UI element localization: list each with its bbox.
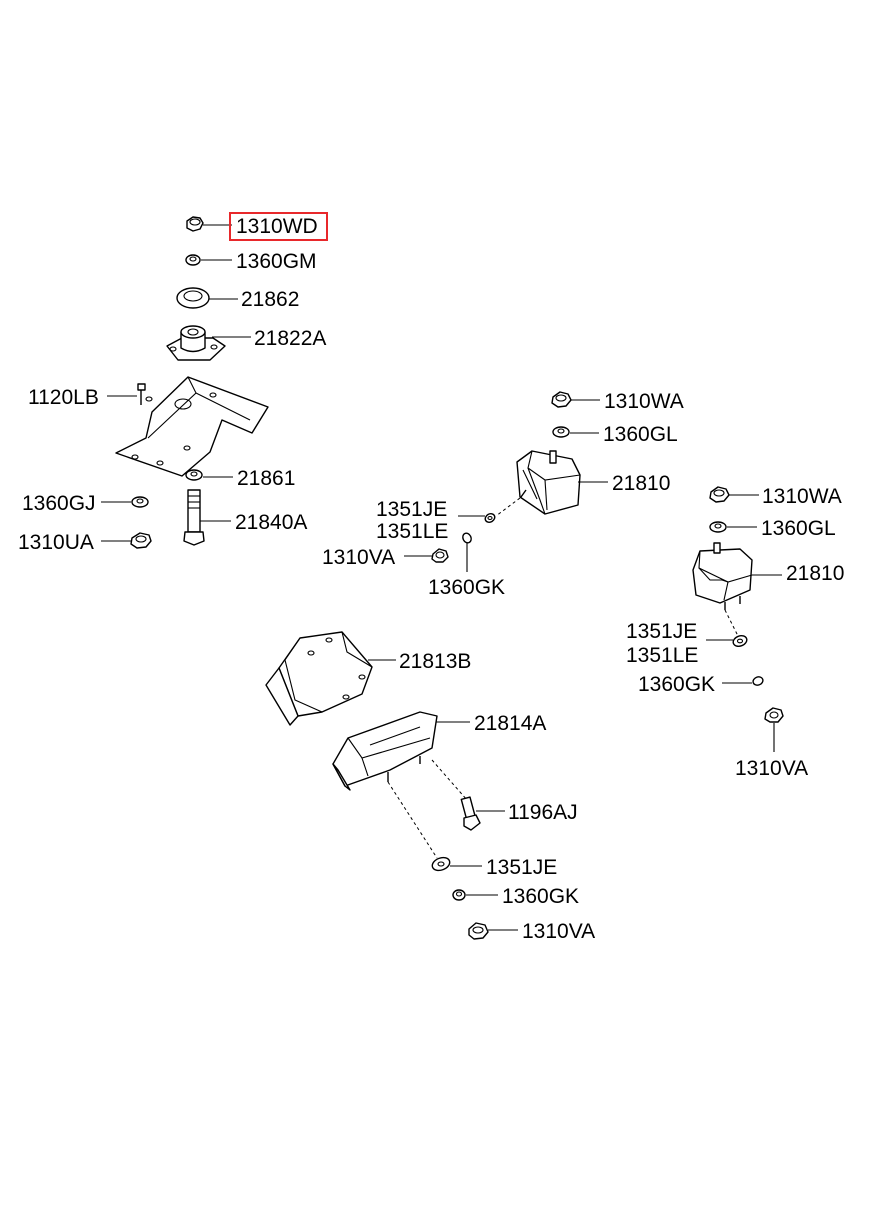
- label-1310va-right[interactable]: 1310VA: [735, 757, 808, 780]
- part-nut-1310wd[interactable]: [186, 216, 204, 232]
- part-washer-1360gk-bottom[interactable]: [452, 889, 466, 901]
- label-21861[interactable]: 21861: [237, 467, 295, 490]
- label-1351je-bottom[interactable]: 1351JE: [486, 856, 557, 879]
- part-engine-mount-21810-center[interactable]: [516, 450, 581, 515]
- part-washer-1360gl-right[interactable]: [709, 521, 727, 533]
- label-1310wa-right[interactable]: 1310WA: [762, 485, 842, 508]
- part-nut-1310va-bottom[interactable]: [468, 922, 489, 940]
- label-1360gl-right[interactable]: 1360GL: [761, 517, 836, 540]
- label-21822a[interactable]: 21822A: [254, 327, 326, 350]
- label-1310va-center[interactable]: 1310VA: [322, 546, 395, 569]
- label-21840a[interactable]: 21840A: [235, 511, 307, 534]
- part-insulator-21813b[interactable]: [265, 631, 373, 726]
- part-washer-1360gk-right[interactable]: [752, 676, 764, 687]
- part-engine-mount-21810-right[interactable]: [692, 542, 753, 610]
- part-washer-1360gm[interactable]: [185, 254, 201, 266]
- part-washer-21861[interactable]: [185, 469, 203, 481]
- label-21810-center[interactable]: 21810: [612, 472, 670, 495]
- label-1310wa-center[interactable]: 1310WA: [604, 390, 684, 413]
- label-1351le-center[interactable]: 1351LE: [376, 520, 448, 543]
- label-1120lb[interactable]: 1120LB: [28, 386, 99, 409]
- part-washer-1351je-right[interactable]: [732, 634, 749, 648]
- label-1360gj[interactable]: 1360GJ: [22, 492, 96, 515]
- label-21862[interactable]: 21862: [241, 288, 299, 311]
- part-washer-1360gk-center[interactable]: [461, 532, 472, 544]
- part-bracket-21822a[interactable]: [166, 325, 226, 361]
- label-1360gk-right[interactable]: 1360GK: [638, 673, 715, 696]
- label-1351je-right[interactable]: 1351JE: [626, 620, 697, 643]
- label-21810-right[interactable]: 21810: [786, 562, 844, 585]
- part-bolt-1120lb[interactable]: [137, 383, 146, 405]
- label-1351je-center[interactable]: 1351JE: [376, 498, 447, 521]
- part-washer-1360gl-center[interactable]: [552, 426, 570, 438]
- label-1196aj[interactable]: 1196AJ: [508, 801, 578, 824]
- part-washer-1351je-center[interactable]: [484, 512, 497, 524]
- label-1360gk-center[interactable]: 1360GK: [428, 576, 505, 599]
- label-1360gl-center[interactable]: 1360GL: [603, 423, 678, 446]
- label-1310va-bottom[interactable]: 1310VA: [522, 920, 595, 943]
- label-1310wd[interactable]: 1310WD: [236, 215, 318, 238]
- part-washer-1360gj[interactable]: [131, 496, 149, 508]
- part-ring-21862[interactable]: [176, 287, 210, 309]
- label-21813b[interactable]: 21813B: [399, 650, 471, 673]
- part-stud-bolt-21840a[interactable]: [183, 489, 205, 546]
- part-bracket-21814a[interactable]: [332, 711, 438, 791]
- part-nut-1310va-center[interactable]: [431, 548, 449, 563]
- label-1360gm[interactable]: 1360GM: [236, 250, 317, 273]
- part-nut-1310wa-center[interactable]: [551, 391, 572, 408]
- label-1351le-right[interactable]: 1351LE: [626, 644, 698, 667]
- part-nut-1310va-right[interactable]: [764, 707, 784, 723]
- selected-part-highlight: [229, 212, 328, 241]
- part-nut-1310wa-right[interactable]: [709, 486, 730, 503]
- part-washer-1351je-bottom[interactable]: [430, 855, 451, 872]
- part-mounting-plate[interactable]: [115, 376, 269, 477]
- label-1310ua[interactable]: 1310UA: [18, 531, 94, 554]
- part-bolt-1196aj[interactable]: [460, 796, 481, 831]
- label-1360gk-bottom[interactable]: 1360GK: [502, 885, 579, 908]
- label-21814a[interactable]: 21814A: [474, 712, 546, 735]
- part-nut-1310ua[interactable]: [130, 532, 152, 549]
